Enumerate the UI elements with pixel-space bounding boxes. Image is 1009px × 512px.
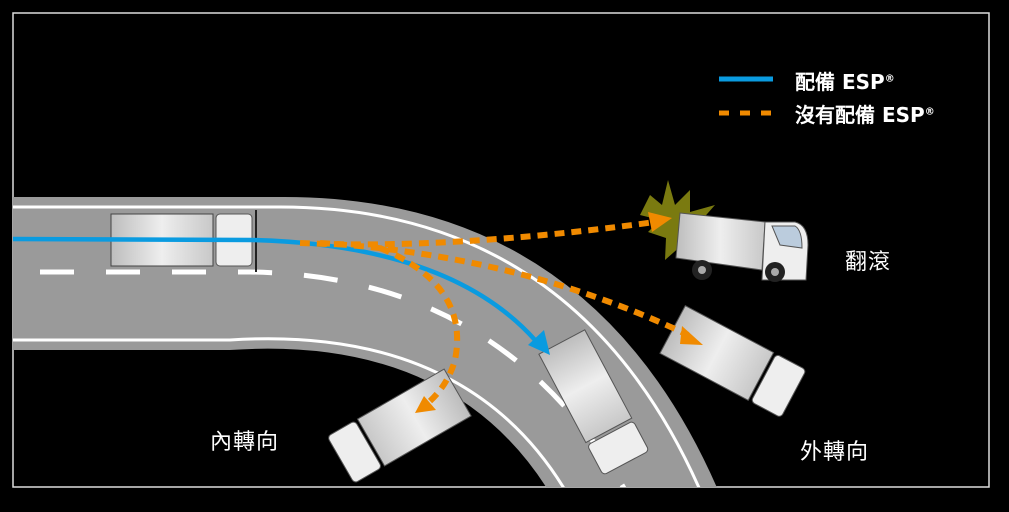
legend-with-esp: 配備 ESP® xyxy=(795,66,895,95)
label-rollover: 翻滾 xyxy=(845,250,892,275)
path-without-esp-understeer xyxy=(378,245,461,406)
legend-label: 配備 ESP xyxy=(795,70,885,94)
path-without-esp-oversteer xyxy=(319,240,690,338)
label-oversteer: 外轉向 xyxy=(800,440,870,465)
label-understeer: 內轉向 xyxy=(210,430,280,455)
truck-esp xyxy=(538,329,649,475)
arrow-head-oversteer xyxy=(680,326,703,345)
registered-mark: ® xyxy=(924,106,935,118)
arrow-head-understeer xyxy=(415,396,436,413)
registered-mark: ® xyxy=(884,73,895,85)
arrow-head-with-esp xyxy=(528,330,550,355)
truck-oversteer xyxy=(659,304,806,417)
legend-without-esp: 沒有配備 ESP® xyxy=(795,99,935,128)
legend-label: 沒有配備 ESP xyxy=(795,103,925,127)
road-edge-bottom xyxy=(13,337,565,487)
truck-rollover xyxy=(675,212,809,282)
road xyxy=(13,196,717,487)
arrow-head-rollover xyxy=(648,212,672,232)
truck-understeer xyxy=(328,368,472,483)
